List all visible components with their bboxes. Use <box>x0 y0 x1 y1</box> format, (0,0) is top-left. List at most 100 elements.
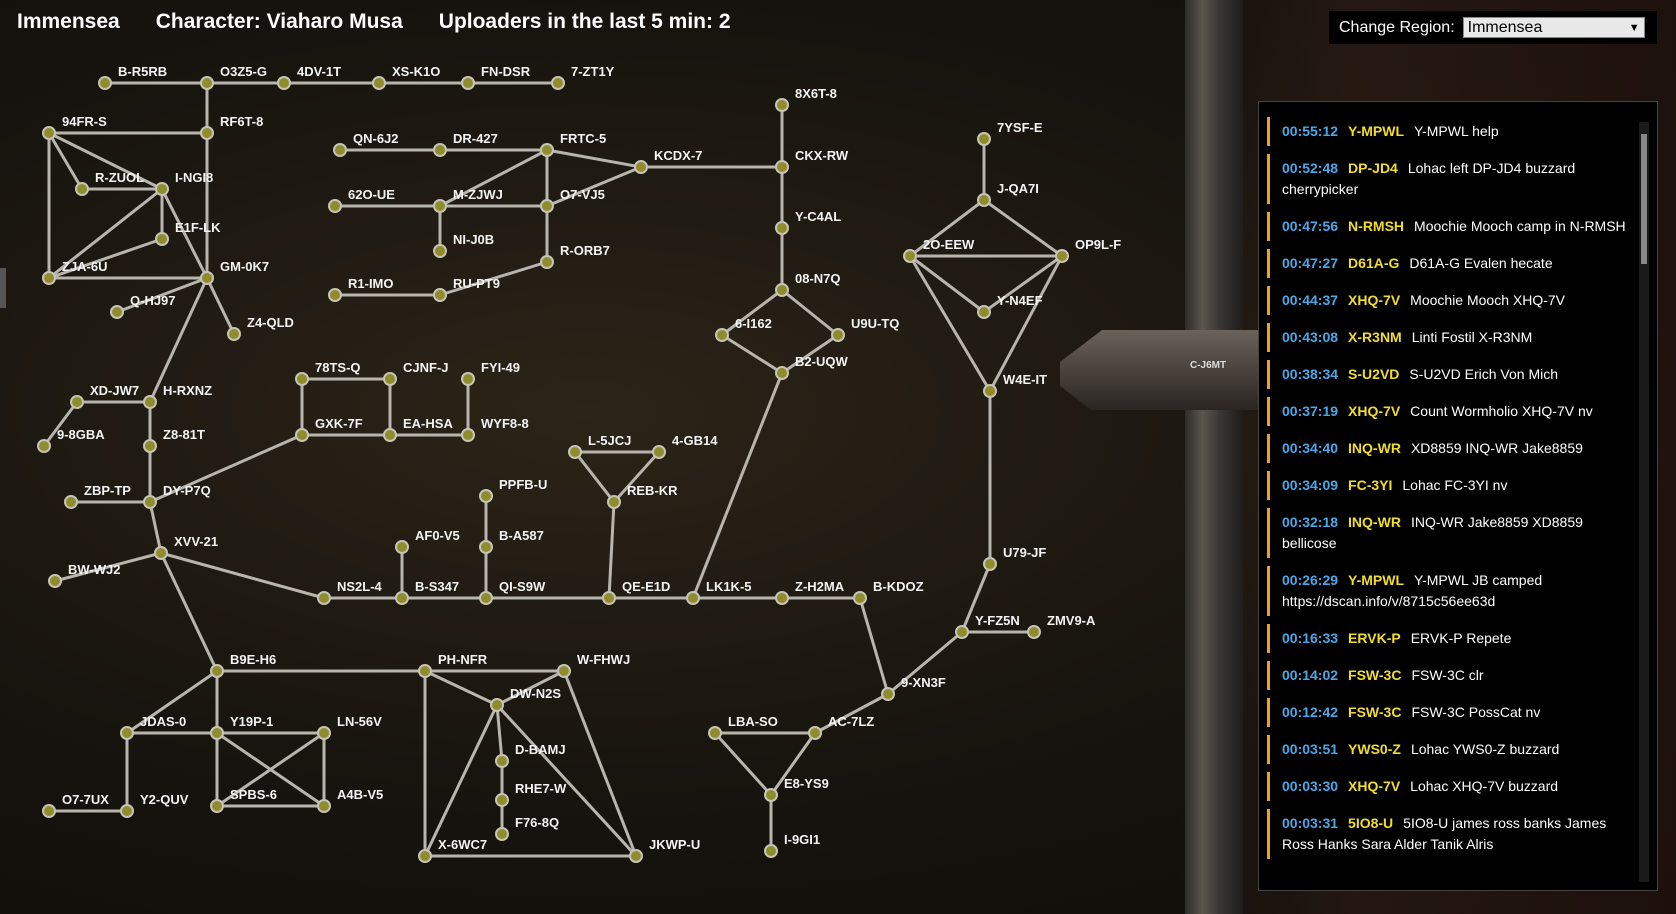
system-marker[interactable] <box>831 328 845 342</box>
system-label[interactable]: R1-IMO <box>348 276 394 291</box>
system-node[interactable]: FYI-49 <box>461 360 520 386</box>
system-marker[interactable] <box>629 849 643 863</box>
system-label[interactable]: WYF8-8 <box>481 416 529 431</box>
system-marker[interactable] <box>333 143 347 157</box>
system-node[interactable]: PPFB-U <box>479 477 547 503</box>
system-marker[interactable] <box>607 495 621 509</box>
system-label[interactable]: D-BAMJ <box>515 742 566 757</box>
system-label[interactable]: CJNF-J <box>403 360 449 375</box>
system-node[interactable]: XVV-21 <box>154 534 218 560</box>
intel-system-link[interactable]: Y-MPWL <box>1348 123 1405 139</box>
system-label[interactable]: EA-HSA <box>403 416 453 431</box>
system-marker[interactable] <box>551 76 565 90</box>
system-node[interactable]: 78TS-Q <box>295 360 361 386</box>
system-node[interactable]: U79-JF <box>983 545 1046 571</box>
system-marker[interactable] <box>479 489 493 503</box>
system-label[interactable]: A4B-V5 <box>337 787 383 802</box>
intel-system-link[interactable]: N-RMSH <box>1348 218 1405 234</box>
system-node[interactable]: H-RXNZ <box>143 383 212 409</box>
system-marker[interactable] <box>1027 625 1041 639</box>
system-node[interactable]: E8-YS9 <box>764 776 829 802</box>
system-label[interactable]: 7-ZT1Y <box>571 64 615 79</box>
intel-system-link[interactable]: Y-MPWL <box>1348 572 1405 588</box>
system-marker[interactable] <box>200 126 214 140</box>
system-node[interactable]: E1F-LK <box>155 220 221 246</box>
system-marker[interactable] <box>210 799 224 813</box>
system-node[interactable]: 9-XN3F <box>881 675 946 701</box>
system-label[interactable]: B-R5RB <box>118 64 167 79</box>
system-node[interactable]: B-R5RB <box>98 64 167 90</box>
system-label[interactable]: U79-JF <box>1003 545 1046 560</box>
system-marker[interactable] <box>120 726 134 740</box>
system-marker[interactable] <box>37 439 51 453</box>
system-label[interactable]: 62O-UE <box>348 187 395 202</box>
system-label[interactable]: NI-J0B <box>453 232 494 247</box>
system-node[interactable]: XS-K1O <box>372 64 440 90</box>
system-label[interactable]: DW-N2S <box>510 686 561 701</box>
system-marker[interactable] <box>328 199 342 213</box>
system-marker[interactable] <box>479 540 493 554</box>
system-marker[interactable] <box>775 283 789 297</box>
system-node[interactable]: 6-I162 <box>715 316 772 342</box>
system-label[interactable]: RF6T-8 <box>220 114 263 129</box>
system-marker[interactable] <box>652 445 666 459</box>
system-node[interactable]: QN-6J2 <box>333 131 399 157</box>
system-node[interactable]: 4-GB14 <box>652 433 718 459</box>
intel-system-link[interactable]: FC-3YI <box>1348 477 1393 493</box>
system-marker[interactable] <box>433 143 447 157</box>
system-node[interactable]: U9U-TQ <box>831 316 899 342</box>
system-marker[interactable] <box>317 726 331 740</box>
system-node[interactable]: KCDX-7 <box>634 148 702 174</box>
system-node[interactable]: R-ZUOL <box>75 170 144 196</box>
system-label[interactable]: J-QA7I <box>997 181 1039 196</box>
system-label[interactable]: I-NGI8 <box>175 170 213 185</box>
system-node[interactable]: Y2-QUV <box>120 792 189 818</box>
system-marker[interactable] <box>540 199 554 213</box>
system-node[interactable]: CJNF-J <box>383 360 449 386</box>
intel-system-link[interactable]: X-R3NM <box>1348 329 1402 345</box>
system-label[interactable]: Y-C4AL <box>795 209 841 224</box>
system-node[interactable]: Z8-81T <box>143 427 205 453</box>
system-node[interactable]: W-FHWJ <box>557 652 630 678</box>
system-label[interactable]: PPFB-U <box>499 477 547 492</box>
intel-system-link[interactable]: S-U2VD <box>1348 366 1400 382</box>
system-label[interactable]: Y2-QUV <box>140 792 189 807</box>
system-label[interactable]: QN-6J2 <box>353 131 399 146</box>
system-marker[interactable] <box>433 199 447 213</box>
system-marker[interactable] <box>775 160 789 174</box>
system-marker[interactable] <box>977 132 991 146</box>
system-marker[interactable] <box>495 827 509 841</box>
system-label[interactable]: FN-DSR <box>481 64 531 79</box>
system-label[interactable]: DR-427 <box>453 131 498 146</box>
system-label[interactable]: REB-KR <box>627 483 678 498</box>
intel-system-link[interactable]: XHQ-7V <box>1348 778 1401 794</box>
system-label[interactable]: F76-8Q <box>515 815 559 830</box>
system-marker[interactable] <box>210 726 224 740</box>
system-marker[interactable] <box>708 726 722 740</box>
intel-system-link[interactable]: YWS0-Z <box>1348 741 1401 757</box>
system-label[interactable]: O7-7UX <box>62 792 109 807</box>
system-label[interactable]: B-KDOZ <box>873 579 924 594</box>
system-node[interactable]: 9-8GBA <box>37 427 105 453</box>
system-label[interactable]: KCDX-7 <box>654 148 702 163</box>
system-node[interactable]: R1-IMO <box>328 276 394 302</box>
system-label[interactable]: ZMV9-A <box>1047 613 1096 628</box>
system-node[interactable]: 8X6T-8 <box>775 86 837 112</box>
system-label[interactable]: LN-56V <box>337 714 382 729</box>
system-marker[interactable] <box>48 574 62 588</box>
system-label[interactable]: FYI-49 <box>481 360 520 375</box>
system-label[interactable]: X-6WC7 <box>438 837 487 852</box>
system-marker[interactable] <box>295 372 309 386</box>
system-marker[interactable] <box>120 804 134 818</box>
system-node[interactable]: 62O-UE <box>328 187 395 213</box>
system-label[interactable]: DY-P7Q <box>163 483 211 498</box>
system-marker[interactable] <box>1055 249 1069 263</box>
system-node[interactable]: EA-HSA <box>383 416 453 442</box>
system-marker[interactable] <box>383 372 397 386</box>
system-marker[interactable] <box>433 288 447 302</box>
intel-system-link[interactable]: D61A-G <box>1348 255 1400 271</box>
